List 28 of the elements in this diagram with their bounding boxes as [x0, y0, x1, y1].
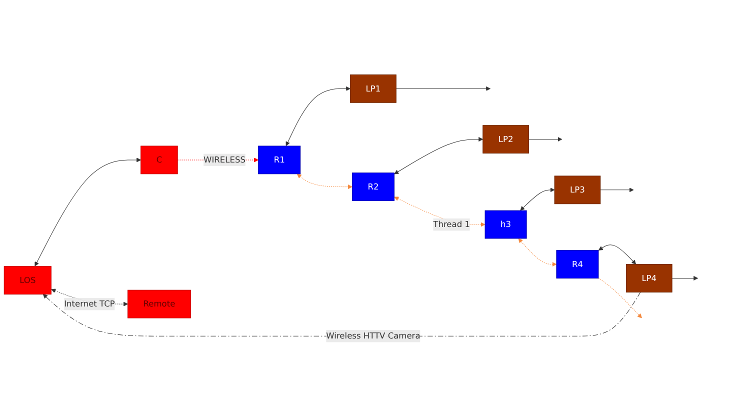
arrow	[528, 137, 562, 142]
node-box: R4	[556, 250, 599, 278]
arrow	[394, 137, 484, 174]
arrow	[286, 86, 351, 146]
node-box: C	[140, 146, 178, 174]
arrow	[396, 86, 490, 91]
arrow	[34, 158, 142, 266]
node-box: LP3	[554, 176, 601, 204]
arrow	[598, 244, 636, 264]
node-box: Remote	[128, 290, 191, 318]
edge-label: WIRELESS	[204, 154, 246, 165]
arrow	[42, 292, 641, 336]
node-box: R1	[258, 146, 301, 174]
node-box: LP2	[482, 125, 529, 154]
node-box: LP1	[350, 74, 396, 103]
edge-label: Internet TCP	[64, 298, 115, 309]
arrow	[520, 188, 555, 211]
edge-label: Thread 1	[433, 219, 470, 230]
arrow	[598, 278, 642, 318]
arrow	[296, 174, 352, 190]
arrow	[600, 188, 634, 192]
node-box: h3	[484, 210, 527, 239]
node-box: R2	[352, 172, 394, 201]
arrow	[672, 276, 698, 280]
arrow	[518, 238, 557, 267]
node-box: LP4	[626, 264, 672, 292]
edge-label: Wireless HTTV Camera	[326, 330, 420, 341]
node-box: LOS	[4, 266, 52, 294]
